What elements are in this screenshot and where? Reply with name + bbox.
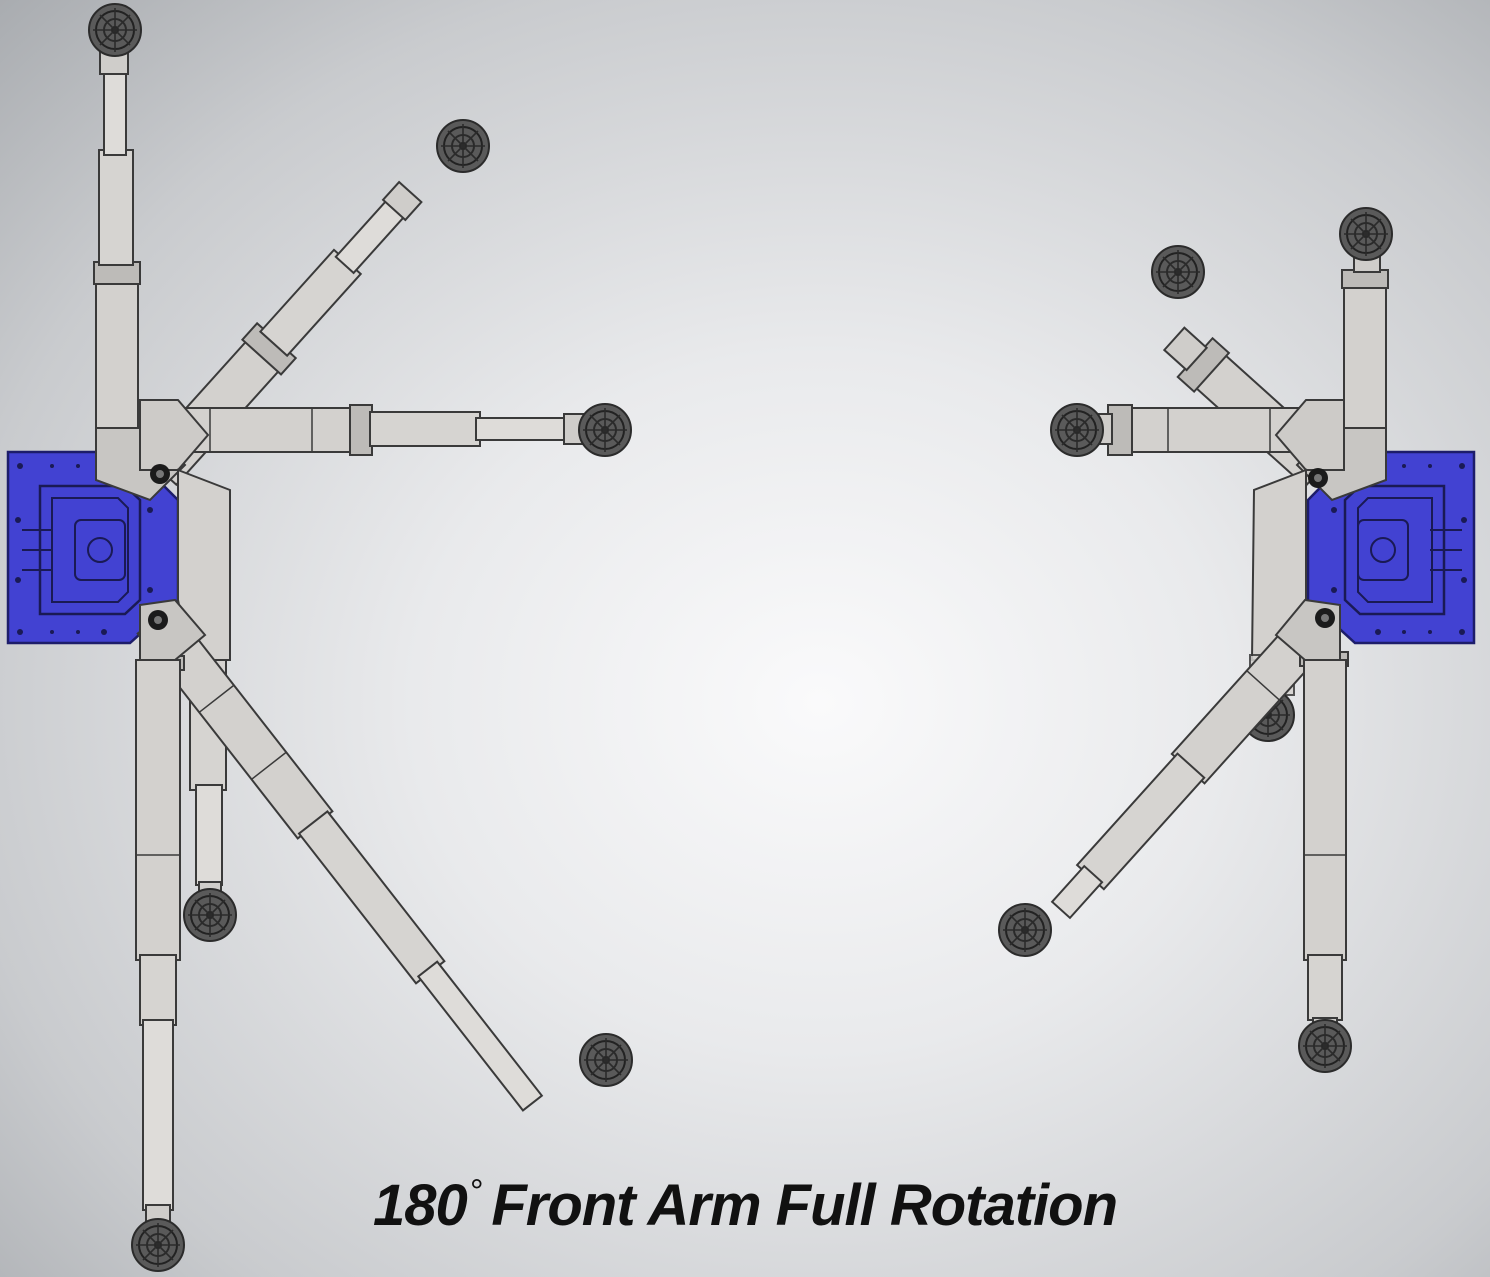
lift-pad-icon [998,903,1052,957]
left-front-arm-vertical [88,3,142,456]
left-lift-assembly [6,3,633,1272]
left-rear-arm-diagonal [136,605,544,1112]
lift-pad-icon [579,1033,633,1087]
caption-number: 180 [372,1173,468,1238]
lift-pad-icon [1151,245,1205,299]
right-rear-arm-diagonal [1050,603,1340,920]
lift-pad-icon [88,3,142,57]
lift-pad-icon [183,888,237,942]
lift-pad-icon [436,119,490,173]
diagram-caption: 180°Front Arm Full Rotation [0,1172,1490,1239]
pivot-pin-icon [1308,468,1328,488]
lift-pad-icon [578,403,632,457]
pivot-pin-icon [1315,608,1335,628]
lift-pad-icon [1298,1019,1352,1073]
lift-pad-icon [1050,403,1104,457]
caption-text: Front Arm Full Rotation [491,1173,1118,1238]
degree-symbol: ° [468,1173,483,1211]
lift-pad-icon [1339,207,1393,261]
right-rear-arm-vertical [1298,651,1352,1073]
pivot-pin-icon [148,610,168,630]
left-front-arm-horizontal [174,403,632,457]
pivot-pin-icon [150,464,170,484]
right-front-arm-vertical [1339,207,1393,456]
right-front-arm-horizontal [1050,403,1309,457]
right-lift-assembly [998,207,1476,1073]
left-rear-arm-vertical [131,655,185,1272]
